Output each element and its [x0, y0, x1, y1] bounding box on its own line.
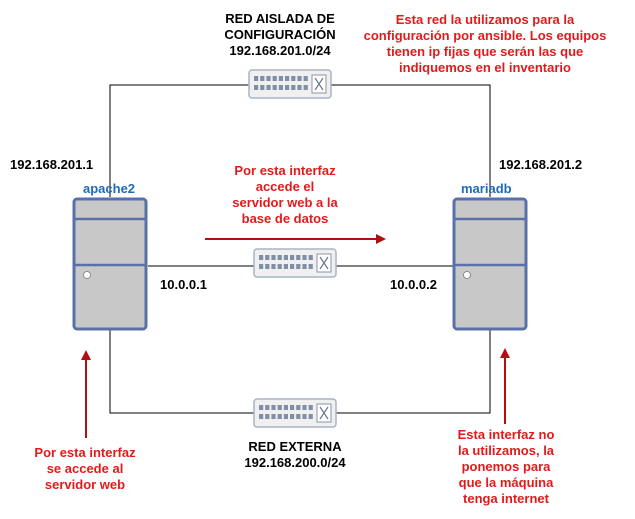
switch-port	[291, 76, 296, 81]
external-network-label: RED EXTERNA 192.168.200.0/24	[220, 439, 370, 471]
external-network-title: RED EXTERNA	[248, 439, 342, 454]
switch-port	[265, 264, 270, 269]
apache2-internal-ip: 10.0.0.1	[160, 277, 207, 292]
switch-port	[297, 76, 302, 81]
apache2-server	[72, 197, 148, 331]
switch-port	[259, 414, 264, 419]
switch-port	[308, 405, 313, 410]
annotation-arrows	[81, 234, 510, 438]
mariadb-server	[452, 197, 528, 331]
switch-uplink-mark	[319, 406, 329, 420]
config-network-note: Esta red la utilizamos para la configura…	[363, 12, 607, 75]
switch-port	[259, 264, 264, 269]
switch-port	[308, 264, 313, 269]
switch-uplink-mark	[314, 77, 324, 91]
switch-port	[265, 414, 270, 419]
switch-port	[302, 264, 307, 269]
server-tower-icon	[72, 197, 148, 331]
server-power-led	[463, 271, 471, 279]
switch-port	[265, 405, 270, 410]
switch-port	[290, 264, 295, 269]
switch-port	[296, 405, 301, 410]
network-switch-icon	[253, 398, 337, 428]
switch-port	[277, 264, 282, 269]
switch-port	[283, 264, 288, 269]
switch-port	[296, 414, 301, 419]
switch-port	[259, 405, 264, 410]
network-switch-icon	[248, 69, 332, 99]
switch-port	[260, 76, 265, 81]
internal-switch	[253, 248, 337, 278]
switch-port	[272, 76, 277, 81]
switch-port	[283, 255, 288, 260]
switch-uplink-mark	[319, 256, 329, 270]
switch-port	[254, 76, 259, 81]
mariadb-host-label: mariadb	[461, 181, 512, 196]
mariadb-config-ip: 192.168.201.2	[499, 157, 583, 172]
switch-port	[259, 255, 264, 260]
switch-port	[285, 76, 290, 81]
switch-port	[308, 255, 313, 260]
switch-port	[278, 85, 283, 90]
switch-port	[302, 255, 307, 260]
switch-port	[290, 405, 295, 410]
switch-port	[277, 405, 282, 410]
left-external-note: Por esta interfaz se accede al servidor …	[34, 445, 136, 492]
external-switch	[253, 398, 337, 428]
switch-port	[290, 255, 295, 260]
switch-port	[265, 255, 270, 260]
switch-port	[254, 85, 259, 90]
switch-port	[297, 85, 302, 90]
switch-port	[302, 405, 307, 410]
apache2-host-label: apache2	[83, 181, 136, 196]
switch-port	[272, 85, 277, 90]
server-power-led	[83, 271, 91, 279]
switch-port	[271, 405, 276, 410]
switch-port	[303, 85, 308, 90]
config-network-title-line: RED AISLADA DE	[225, 11, 335, 26]
switch-port	[271, 414, 276, 419]
switch-port	[266, 85, 271, 90]
network-switch-icon	[253, 248, 337, 278]
right-external-note: Esta interfaz no la utilizamos, la ponem…	[457, 427, 555, 506]
apache2-config-ip: 192.168.201.1	[10, 157, 94, 172]
switch-port	[283, 414, 288, 419]
server-tower-icon	[452, 197, 528, 331]
config-network-label: RED AISLADA DE CONFIGURACIÓN 192.168.201…	[208, 11, 352, 59]
mariadb-internal-ip: 10.0.0.2	[390, 277, 437, 292]
switch-port	[308, 414, 313, 419]
switch-port	[296, 255, 301, 260]
external-network-subnet: 192.168.200.0/24	[244, 455, 346, 470]
switch-port	[266, 76, 271, 81]
switch-port	[278, 76, 283, 81]
switch-port	[291, 85, 296, 90]
switch-port	[296, 264, 301, 269]
switch-port	[271, 255, 276, 260]
switch-port	[290, 414, 295, 419]
config-switch	[248, 69, 332, 99]
config-network-title-line: CONFIGURACIÓN	[224, 27, 336, 42]
switch-port	[302, 414, 307, 419]
switch-port	[283, 405, 288, 410]
switch-port	[260, 85, 265, 90]
switch-port	[271, 264, 276, 269]
switch-port	[303, 76, 308, 81]
internal-link-note: Por esta interfaz accede el servidor web…	[232, 163, 338, 226]
switch-port	[277, 414, 282, 419]
switch-port	[285, 85, 290, 90]
config-network-subnet: 192.168.201.0/24	[229, 43, 331, 58]
switch-port	[277, 255, 282, 260]
